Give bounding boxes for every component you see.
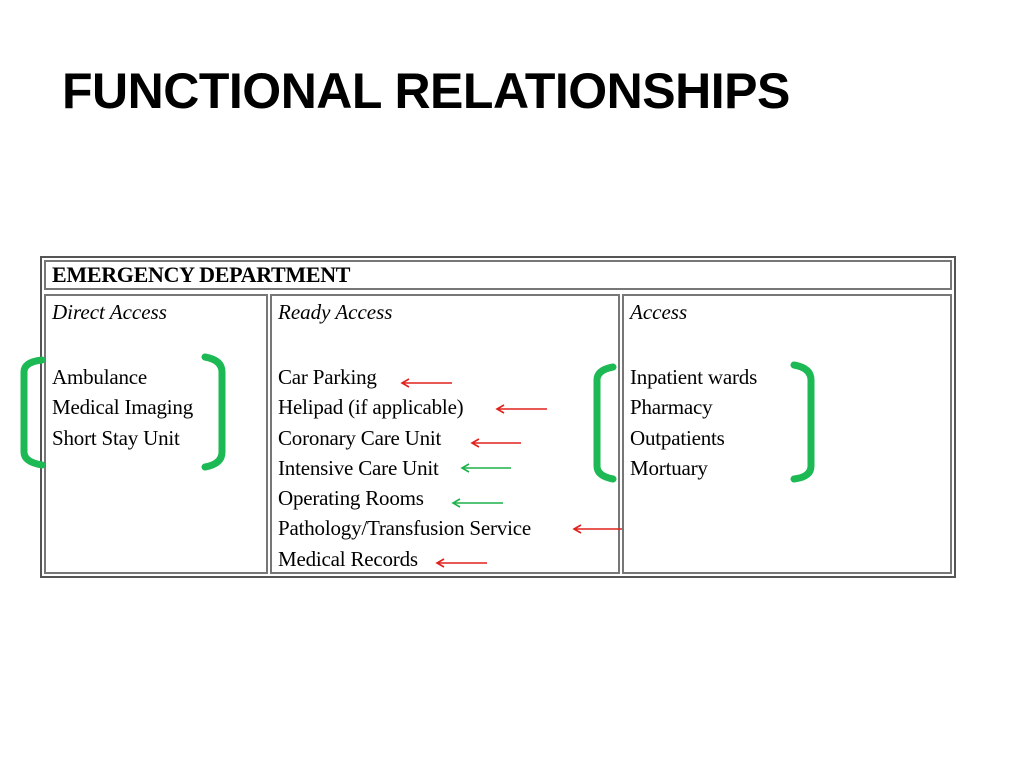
column-direct-access: Direct Access Ambulance Medical Imaging … — [44, 294, 268, 574]
list-item: Pharmacy — [630, 395, 713, 420]
list-item: Medical Records — [278, 546, 418, 571]
list-item: Ambulance — [52, 365, 147, 389]
list-item: Intensive Care Unit — [278, 455, 439, 480]
list-item: Outpatients — [630, 425, 725, 450]
list-item: Pathology/Transfusion Service — [278, 516, 531, 541]
column-access: Access Inpatient wards Pharmacy Outpatie… — [622, 294, 952, 574]
list-item: Medical Imaging — [52, 395, 194, 420]
column-heading: Access — [630, 300, 688, 324]
access-list: Inpatient wards Pharmacy Outpatients Mor… — [630, 362, 757, 483]
list-item: Short Stay Unit — [52, 425, 180, 450]
list-item: Helipad (if applicable) — [278, 395, 464, 420]
list-item: Coronary Care Unit — [278, 425, 442, 450]
column-heading: Ready Access — [278, 300, 393, 324]
direct-access-list: Ambulance Medical Imaging Short Stay Uni… — [52, 362, 193, 453]
list-item: Operating Rooms — [278, 486, 424, 511]
list-item: Mortuary — [630, 455, 708, 480]
emergency-department-table: EMERGENCY DEPARTMENT Direct Access Ambul… — [40, 256, 956, 578]
list-item: Inpatient wards — [630, 365, 758, 389]
list-item: Car Parking — [278, 365, 377, 389]
column-ready-access: Ready Access Car Parking Helipad (if app… — [270, 294, 620, 574]
column-heading: Direct Access — [52, 300, 167, 324]
table-header: EMERGENCY DEPARTMENT — [44, 260, 952, 290]
slide-title: FUNCTIONAL RELATIONSHIPS — [62, 63, 790, 119]
ready-access-list: Car Parking Helipad (if applicable) Coro… — [278, 362, 531, 574]
